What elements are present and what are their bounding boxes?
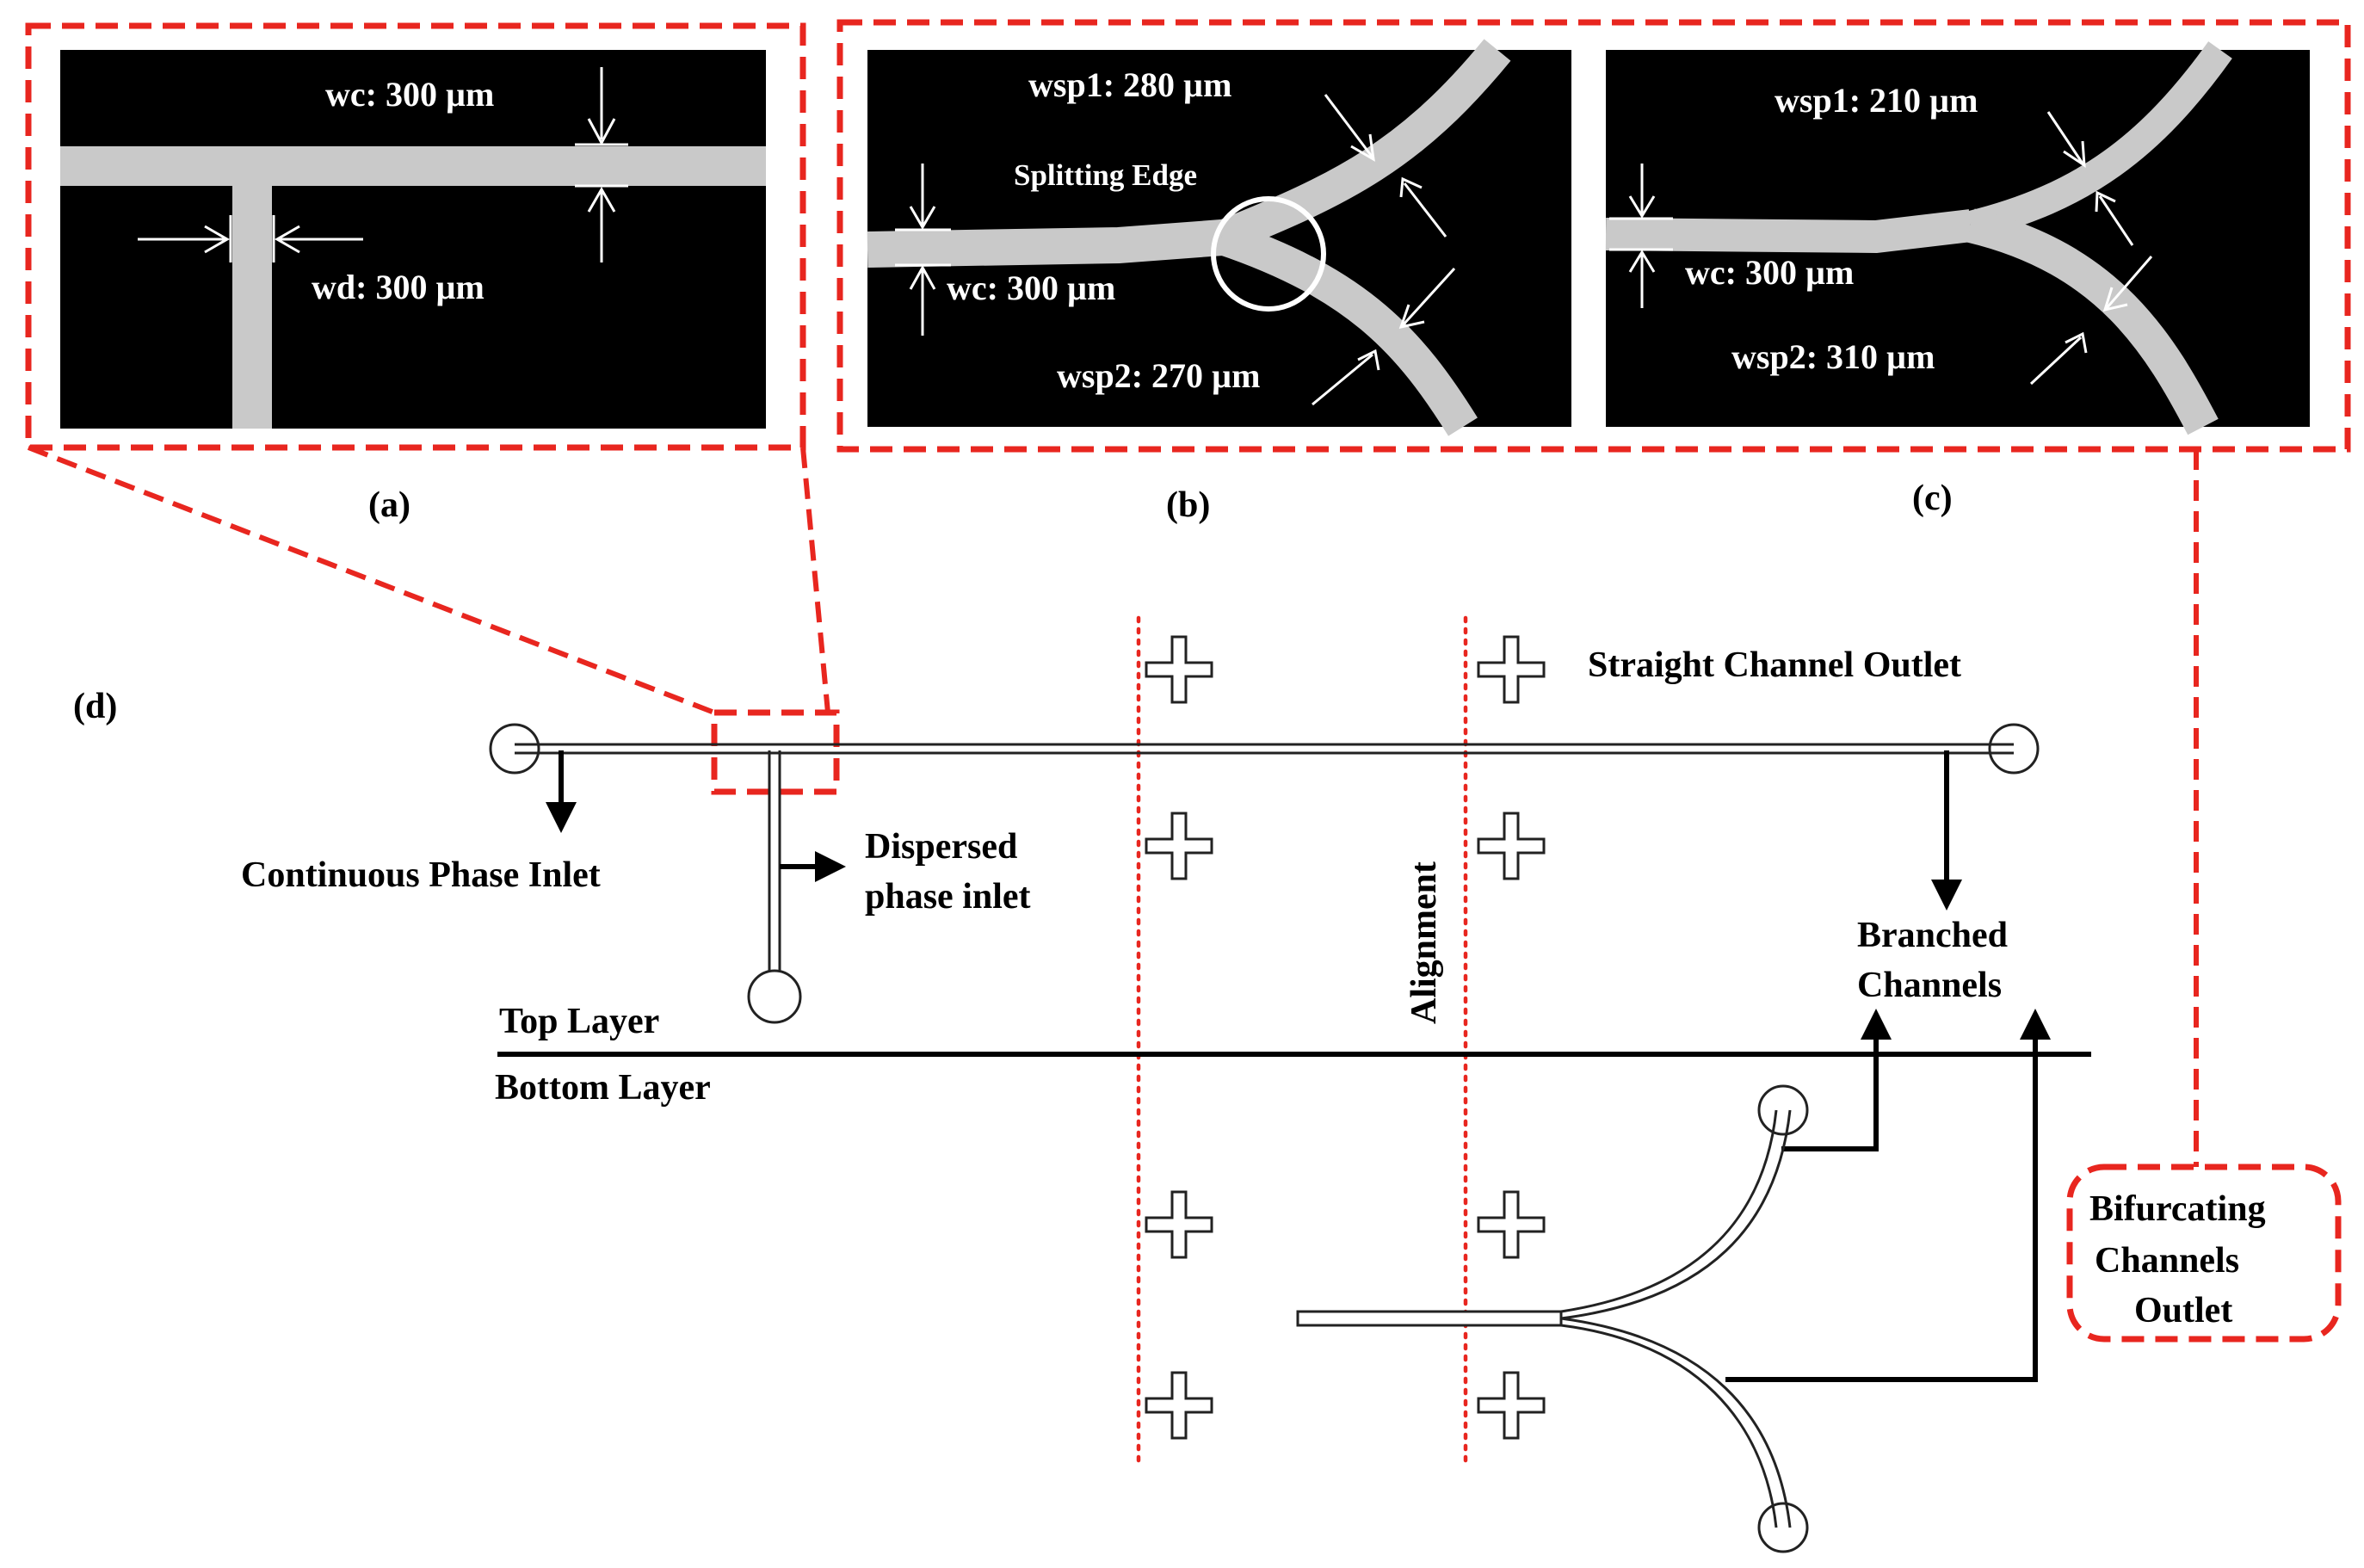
dispersed-inlet-port [747, 969, 802, 1024]
straight-outlet-port [1988, 723, 2040, 775]
bifurcating-outlet-label-1: Bifurcating [2089, 1189, 2266, 1229]
alignment-cross [1145, 1190, 1213, 1259]
panel-b-splitting-edge-circle [1211, 196, 1326, 312]
top-layer-channels [489, 723, 2040, 1024]
panel-b-wc-label: wc: 300 µm [947, 269, 1115, 307]
bottom-layer-label: Bottom Layer [495, 1068, 711, 1108]
panel-c: wsp1: 210 µm wc: 300 µm wsp2: 310 µm (c) [1605, 41, 2310, 518]
alignment-cross [1477, 1371, 1546, 1440]
alignment-cross [1145, 1371, 1213, 1440]
panel-a-wc-marker [575, 67, 628, 262]
panel-b-wsp1-label: wsp1: 280 µm [1028, 65, 1231, 104]
alignment-cross [1477, 812, 1546, 880]
bifurcating-outlet-port-1 [1757, 1084, 1809, 1136]
panel-d: (d) [73, 615, 2266, 1553]
panel-b-lower-branch [1216, 221, 1478, 436]
bifurcating-callout-box [2066, 1164, 2342, 1343]
straight-outlet-label: Straight Channel Outlet [1588, 645, 1961, 685]
continuous-inlet-label: Continuous Phase Inlet [241, 855, 601, 895]
panel-a: wc: 300 µm wd: 300 µm (a) [25, 22, 806, 525]
panel-c-caption: (c) [1912, 478, 1953, 518]
panel-b: wsp1: 280 µm Splitting Edge wc: 300 µm w… [836, 19, 2351, 525]
panel-b-wc-marker [895, 164, 951, 336]
panel-a-wd-label: wd: 300 µm [312, 268, 485, 306]
dispersed-inlet-label-2: phase inlet [865, 877, 1031, 917]
panel-a-caption: (a) [368, 485, 410, 525]
panel-b-caption: (b) [1166, 485, 1210, 525]
alignment-label: Alignment [1404, 861, 1444, 1024]
lower-bifurcation-branch [1560, 1324, 1778, 1528]
panel-b-splitting-edge-label: Splitting Edge [1014, 158, 1197, 192]
panel-a-wc-label: wc: 300 µm [325, 75, 494, 114]
panel-a-callout-box [25, 22, 806, 451]
panel-c-wsp1-label: wsp1: 210 µm [1775, 81, 1978, 120]
panel-b-wsp1-marker [1324, 94, 1447, 238]
branched-channels-label-2: Channels [1857, 966, 2002, 1005]
panel-c-wsp1-marker [2046, 111, 2134, 246]
callout-connectors [27, 445, 2342, 1343]
bifurcating-outlet-label-3: Outlet [2134, 1291, 2232, 1330]
top-layer-label: Top Layer [499, 1002, 659, 1041]
panel-b-upper-branch [1215, 39, 1511, 254]
panel-c-wc-marker [1609, 164, 1673, 308]
alignment-cross [1477, 635, 1546, 704]
upper-bifurcation-branch [1560, 1109, 1778, 1313]
bottom-layer-channels [1296, 1084, 1809, 1553]
alignment-cross [1145, 635, 1213, 704]
panel-b-inlet-channel [867, 219, 1224, 268]
panel-b-wsp2-marker [1312, 267, 1456, 406]
bifurcating-inlet-channel [1296, 1310, 1563, 1327]
dispersed-inlet-label-1: Dispersed [865, 827, 1017, 867]
panel-c-upper-branch [1966, 41, 2232, 240]
panel-c-wsp2-label: wsp2: 310 µm [1731, 337, 1935, 376]
alignment-marks [1145, 635, 1546, 1440]
bifurcating-outlet-label-2: Channels [2095, 1241, 2239, 1281]
panel-c-wsp2-marker [2029, 256, 2153, 386]
panel-c-lower-branch [1966, 208, 2219, 435]
continuous-inlet-port [489, 723, 540, 775]
branched-channels-label-1: Branched [1857, 916, 2008, 955]
bifurcating-outlet-port-2 [1757, 1502, 1809, 1553]
panel-b-wsp2-label: wsp2: 270 µm [1057, 356, 1260, 395]
panel-bc-callout-box [836, 19, 2351, 453]
panel-d-caption: (d) [73, 687, 117, 726]
panel-c-wc-label: wc: 300 µm [1685, 253, 1854, 292]
alignment-cross [1145, 812, 1213, 880]
alignment-cross [1477, 1190, 1546, 1259]
panel-c-inlet-channel [1605, 209, 1973, 254]
panel-a-wd-marker [138, 215, 363, 262]
pointer-arrows [546, 750, 2051, 1382]
